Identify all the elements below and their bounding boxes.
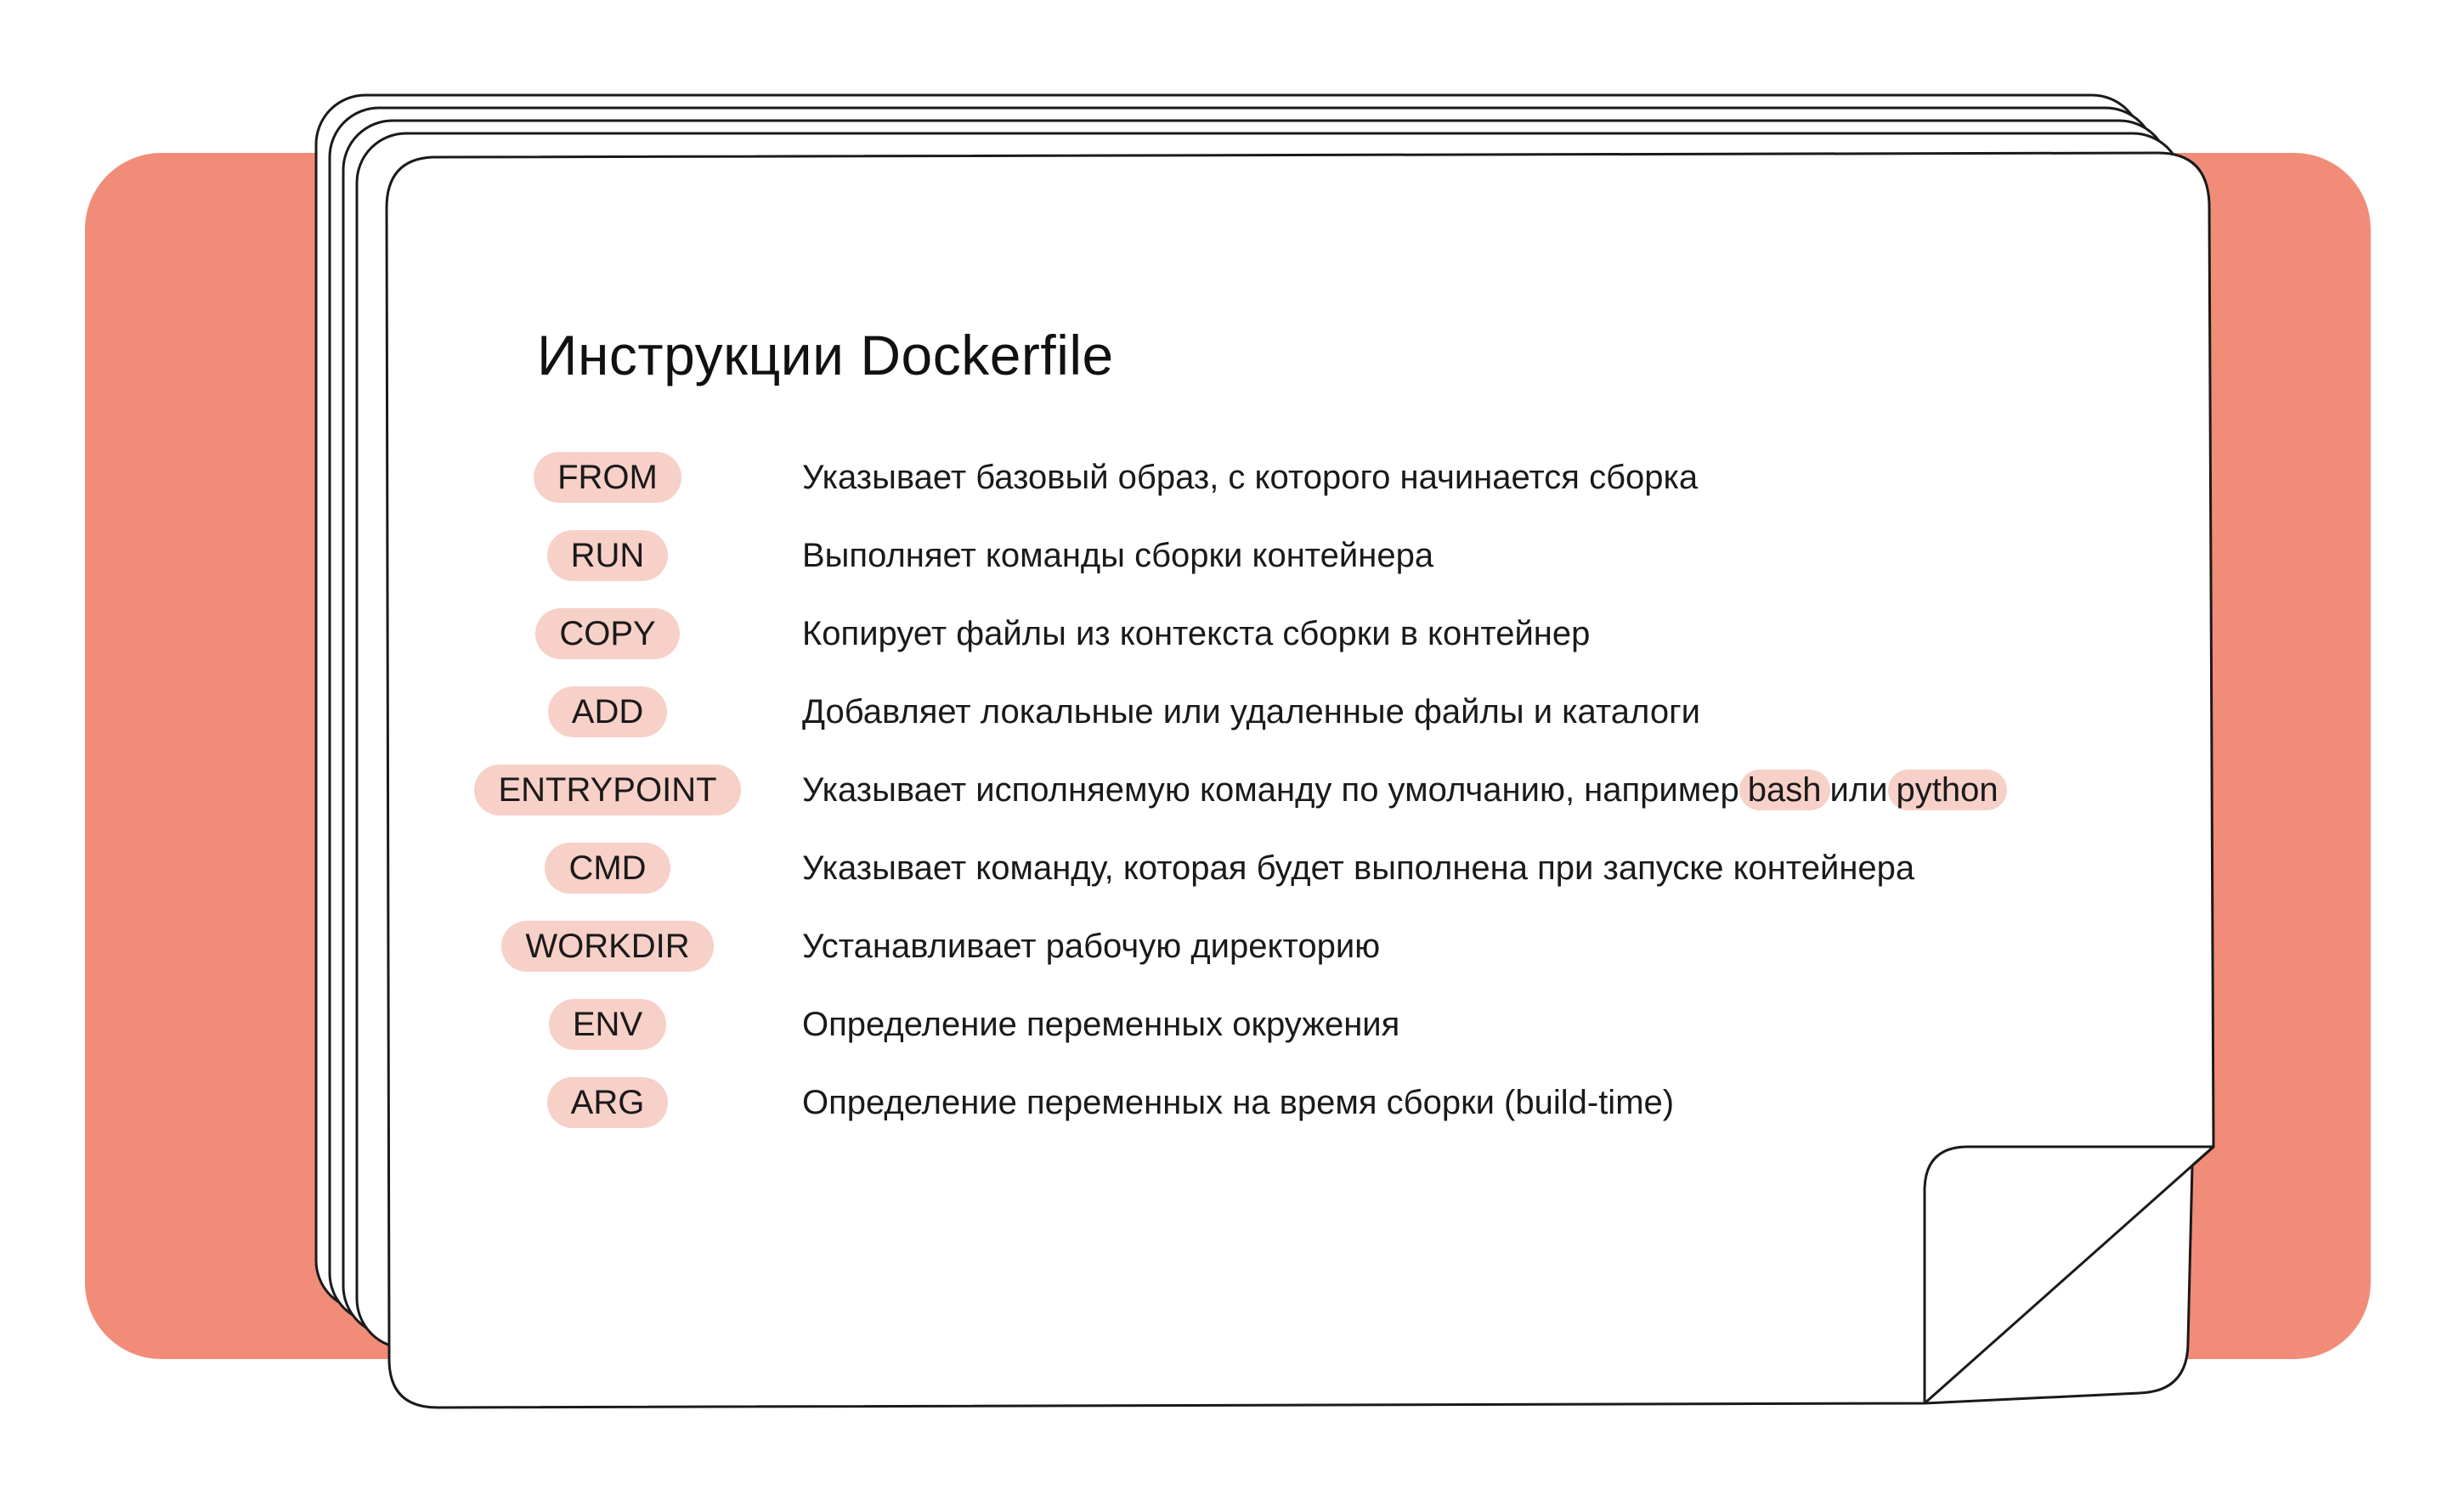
instruction-row: ENV Определение переменных окружения [0, 997, 2209, 1052]
instruction-row: COPY Копирует файлы из контекста сборки … [0, 606, 2209, 661]
instruction-row: WORKDIR Устанавливает рабочую директорию [0, 919, 2209, 973]
instruction-tag: ENV [548, 999, 667, 1050]
instruction-description: Указывает команду, которая будет выполне… [802, 849, 1915, 887]
instruction-row: FROM Указывает базовый образ, с которого… [0, 450, 2209, 505]
instruction-description: Указывает исполняемую команду по умолчан… [802, 763, 2007, 817]
instruction-row: ARG Определение переменных на время сбор… [0, 1075, 2209, 1130]
instruction-description: Копирует файлы из контекста сборки в кон… [802, 615, 1591, 652]
instruction-tag: WORKDIR [501, 921, 714, 972]
instruction-tag: RUN [546, 530, 669, 581]
instruction-row: ADD Добавляет локальные или удаленные фа… [0, 685, 2209, 739]
front-page [385, 151, 2215, 1409]
page-title: Инструкции Dockerfile [537, 324, 1114, 386]
instruction-row: CMD Указывает команду, которая будет вып… [0, 841, 2209, 895]
instruction-tag: ENTRYPOINT [474, 764, 741, 815]
instruction-description: Устанавливает рабочую директорию [802, 928, 1381, 965]
instruction-description: Добавляет локальные или удаленные файлы … [802, 693, 1701, 731]
instruction-row: RUN Выполняет команды сборки контейнера [0, 528, 2209, 583]
page-curl-crease [1924, 1145, 2214, 1405]
instruction-tag: ARG [546, 1077, 669, 1128]
instruction-description: Определение переменных окружения [802, 1006, 1400, 1043]
instruction-description: Указывает базовый образ, с которого начи… [802, 459, 1699, 496]
highlight-python: python [1887, 770, 2007, 810]
conjunction-text: или [1829, 771, 1888, 809]
instruction-description-text: Указывает исполняемую команду по умолчан… [802, 771, 1739, 809]
highlight-bash: bash [1738, 770, 1830, 810]
instruction-description: Выполняет команды сборки контейнера [802, 537, 1434, 574]
instruction-tag: CMD [545, 843, 670, 894]
instruction-row: ENTRYPOINT Указывает исполняемую команду… [0, 763, 2209, 817]
instruction-tag: ADD [547, 686, 668, 737]
instruction-tag: FROM [534, 452, 681, 503]
instruction-description: Определение переменных на время сборки (… [802, 1084, 1675, 1121]
instruction-tag: COPY [535, 608, 680, 659]
